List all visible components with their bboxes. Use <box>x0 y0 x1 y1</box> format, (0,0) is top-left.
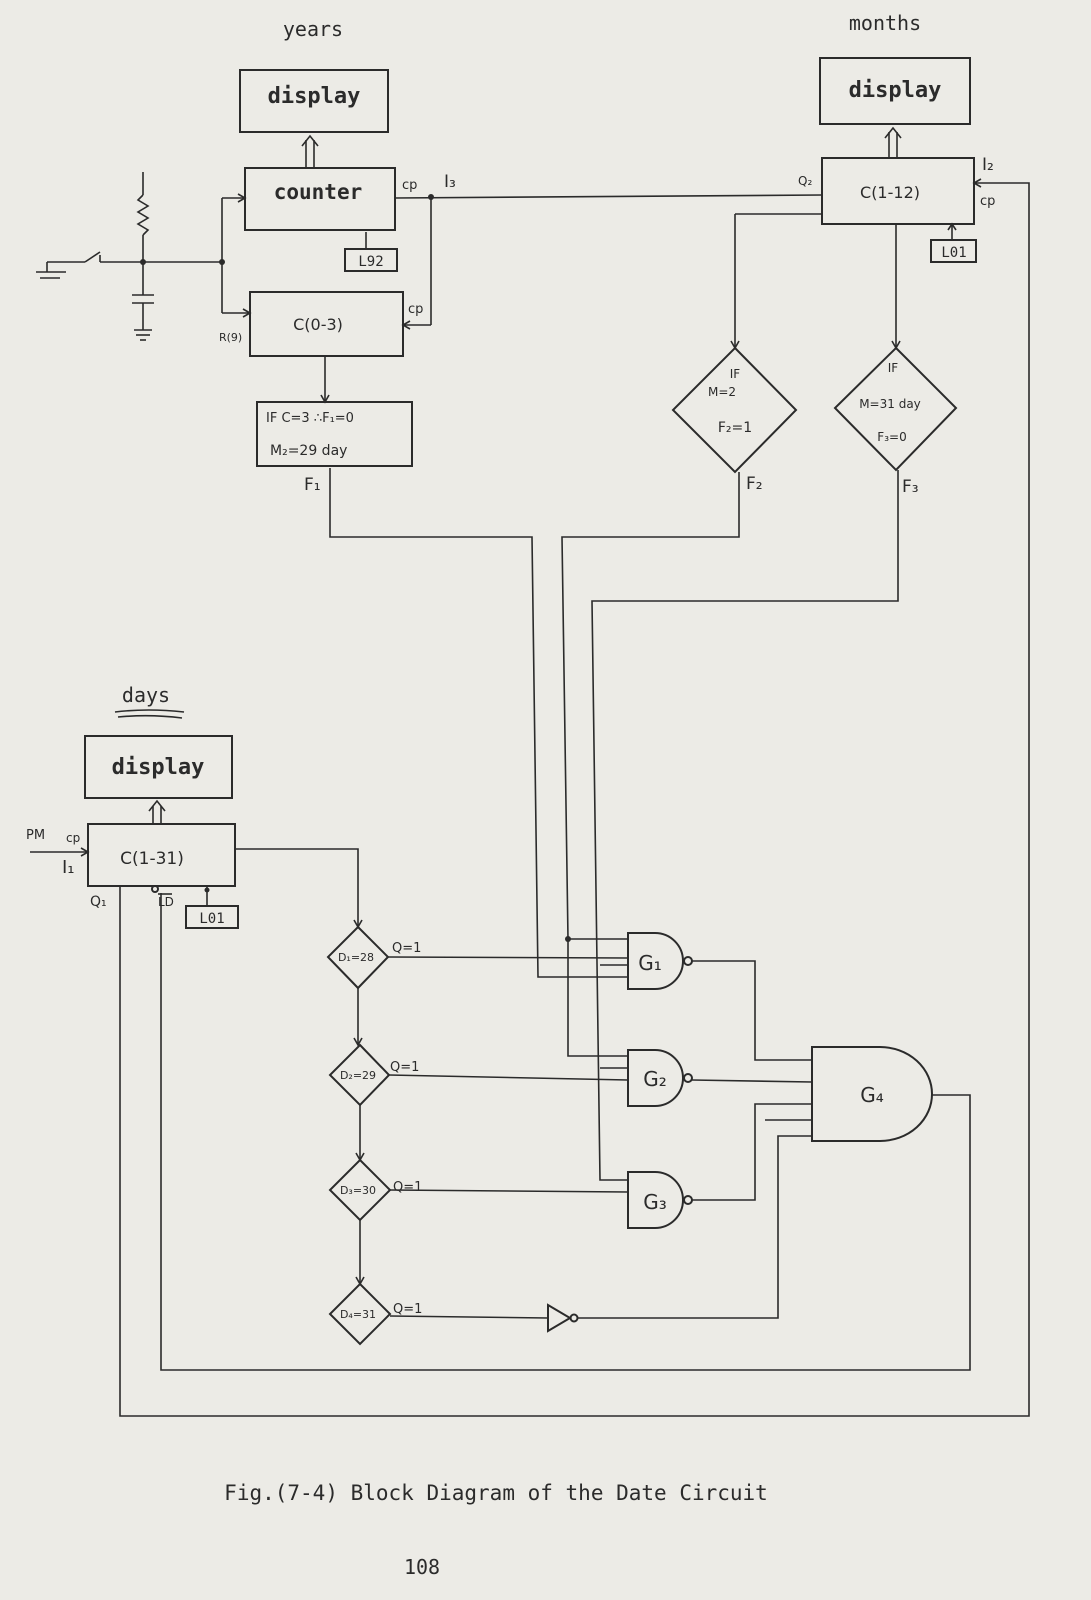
day30-to-g3-wire <box>389 1189 629 1193</box>
day31-label: D₄=31 <box>340 1308 376 1321</box>
days-heading: days <box>122 683 170 707</box>
c03-to-leap-wire <box>320 356 330 404</box>
c131-load-line <box>204 886 210 906</box>
f2-label: F₂ <box>746 474 763 494</box>
c03-cp-label: cp <box>408 302 423 317</box>
months-heading: months <box>849 11 921 35</box>
months-display-label: display <box>849 78 942 103</box>
day31-diamond <box>328 1282 392 1346</box>
day28-label: D₁=28 <box>338 951 374 964</box>
ld-label: LD <box>158 895 174 909</box>
counter-cp-label: cp <box>402 178 417 193</box>
months-bus-arrow <box>884 126 902 158</box>
g3-label: G₃ <box>643 1190 667 1214</box>
day29-to-g2-wire <box>388 1074 629 1081</box>
month31-out: F₃=0 <box>877 430 906 444</box>
g2-label: G₂ <box>643 1067 667 1091</box>
days-bus-arrow <box>148 799 166 824</box>
feedback-wires <box>119 178 1030 1417</box>
day30-label: D₃=30 <box>340 1184 376 1197</box>
month2-cond: M=2 <box>708 385 736 399</box>
c112-load-label: L01 <box>941 245 966 261</box>
day29-label: D₂=29 <box>340 1069 376 1082</box>
c131-cp-label: cp <box>66 831 80 845</box>
page-number: 108 <box>404 1555 440 1579</box>
days-underline <box>114 709 185 719</box>
counter-load-box <box>344 248 398 272</box>
days-display-box <box>84 735 233 799</box>
q1-label: Q₁ <box>90 894 107 910</box>
f1-label: F₁ <box>304 475 321 495</box>
day28-q-label: Q=1 <box>392 941 421 956</box>
counter-box <box>244 167 396 231</box>
day28-to-g1-wire <box>387 956 629 959</box>
pm-label: PM <box>26 828 45 843</box>
years-display-box <box>239 69 389 133</box>
c131-to-diamonds-wire <box>235 848 365 1286</box>
month31-if: IF <box>888 361 899 375</box>
c131-label: C(1-31) <box>120 849 184 869</box>
counter-to-c03-wire <box>394 194 823 330</box>
figure-caption: Fig.(7-4) Block Diagram of the Date Circ… <box>224 1481 768 1505</box>
month2-if: IF <box>730 367 741 381</box>
c112-load-box <box>930 239 977 263</box>
leap-line2: M₂=29 day <box>270 443 347 459</box>
day29-diamond <box>328 1043 391 1107</box>
day30-q-label: Q=1 <box>393 1180 422 1195</box>
days-display-label: display <box>112 755 205 780</box>
day29-q-label: Q=1 <box>390 1060 419 1075</box>
i2-label: I₂ <box>982 155 994 175</box>
years-heading: years <box>283 17 343 41</box>
c112-label: C(1-12) <box>860 183 920 202</box>
f3-label: F₃ <box>902 477 919 497</box>
gate-g2 <box>627 1049 693 1107</box>
c112-cp-label: cp <box>980 194 995 209</box>
g1-label: G₁ <box>638 951 662 975</box>
gates-to-g4-wires <box>691 960 813 1201</box>
i1-label: I₁ <box>62 857 75 878</box>
day28-diamond <box>326 925 390 990</box>
q2-label: Q₂ <box>798 174 812 188</box>
i3-label: I₃ <box>444 172 456 192</box>
years-bus-arrow <box>301 134 319 168</box>
month31-cond: M=31 day <box>859 397 921 411</box>
c131-load-box <box>185 905 239 929</box>
years-display-label: display <box>268 84 361 109</box>
c131-box <box>87 823 236 887</box>
months-display-box <box>819 57 971 125</box>
counter-label: counter <box>274 180 363 204</box>
flag-wires <box>329 468 899 1181</box>
leap-box <box>256 401 413 467</box>
c112-to-diamond-wires <box>730 213 901 350</box>
reset-circuit <box>36 172 225 341</box>
month31-diamond <box>833 346 958 472</box>
day31-q-label: Q=1 <box>393 1302 422 1317</box>
g4-label: G₄ <box>860 1083 884 1107</box>
day30-diamond <box>328 1158 392 1222</box>
counter-load-label: L92 <box>358 254 383 270</box>
month2-diamond <box>671 346 798 474</box>
r9-label: R(9) <box>219 331 242 344</box>
c131-load-label: L01 <box>199 911 224 927</box>
c03-box <box>249 291 404 357</box>
reset-wires <box>221 193 252 318</box>
c112-load-line <box>947 222 957 240</box>
month2-out: F₂=1 <box>718 420 752 436</box>
c112-box <box>821 157 975 225</box>
c03-label: C(0-3) <box>293 315 343 334</box>
day31-inverter <box>389 1135 812 1333</box>
gate-g4 <box>811 1046 933 1142</box>
leap-line1: IF C=3 ∴F₁=0 <box>266 411 354 426</box>
pm-input-wire <box>30 847 90 857</box>
